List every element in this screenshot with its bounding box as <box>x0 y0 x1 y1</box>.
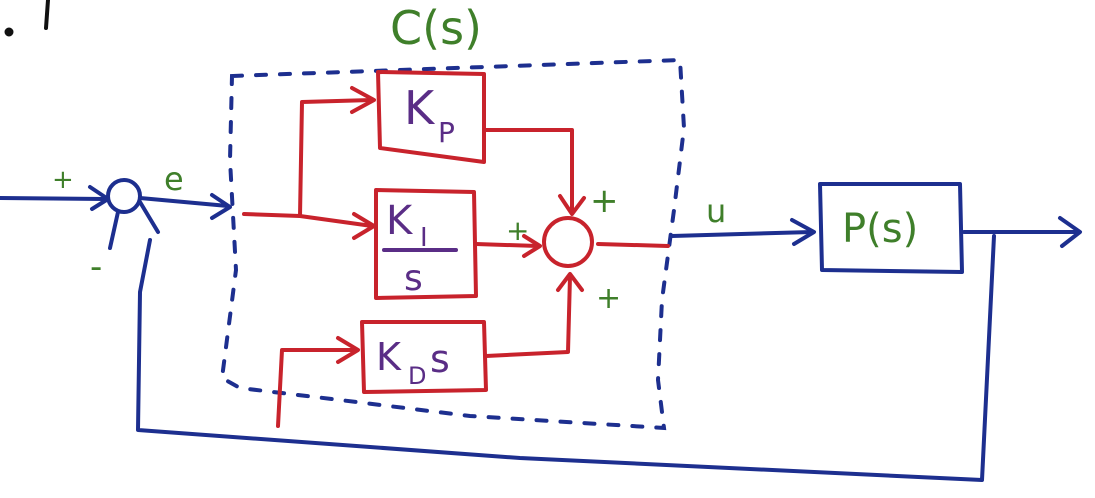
ki-label-k: K <box>386 198 414 244</box>
sum2-top-plus-sign: + <box>590 181 619 221</box>
error-label: e <box>164 160 184 198</box>
plant-label: P(s) <box>842 206 918 252</box>
ki-label-den: s <box>404 258 423 299</box>
control-signal <box>670 218 816 246</box>
kd-block <box>360 320 488 394</box>
output-signal <box>962 216 1082 248</box>
control-label: u <box>706 192 726 230</box>
sum2-left-plus-sign: + <box>506 214 529 247</box>
kd-label-sub: D <box>408 362 426 390</box>
kd-label-k: K <box>376 335 402 379</box>
kp-label-sub: P <box>438 116 455 149</box>
kd-label-s: s <box>430 337 450 381</box>
ki-label-sub: I <box>420 223 428 253</box>
controller-wiring <box>242 86 670 428</box>
summing-junction-2 <box>542 216 594 268</box>
controller-boundary <box>219 57 687 431</box>
error-signal <box>138 193 232 220</box>
kp-block <box>376 70 486 164</box>
feedback-path <box>136 234 996 482</box>
sum1-minus-sign: - <box>90 247 102 287</box>
kp-label-k: K <box>404 81 436 135</box>
plant-block <box>818 182 964 274</box>
cropped-glyph <box>4 0 50 37</box>
sum1-plus-sign: + <box>52 165 74 195</box>
summing-junction-1 <box>106 178 160 250</box>
sum2-bottom-plus-sign: + <box>596 281 621 316</box>
ki-block <box>374 188 478 300</box>
controller-title: C(s) <box>390 1 482 55</box>
